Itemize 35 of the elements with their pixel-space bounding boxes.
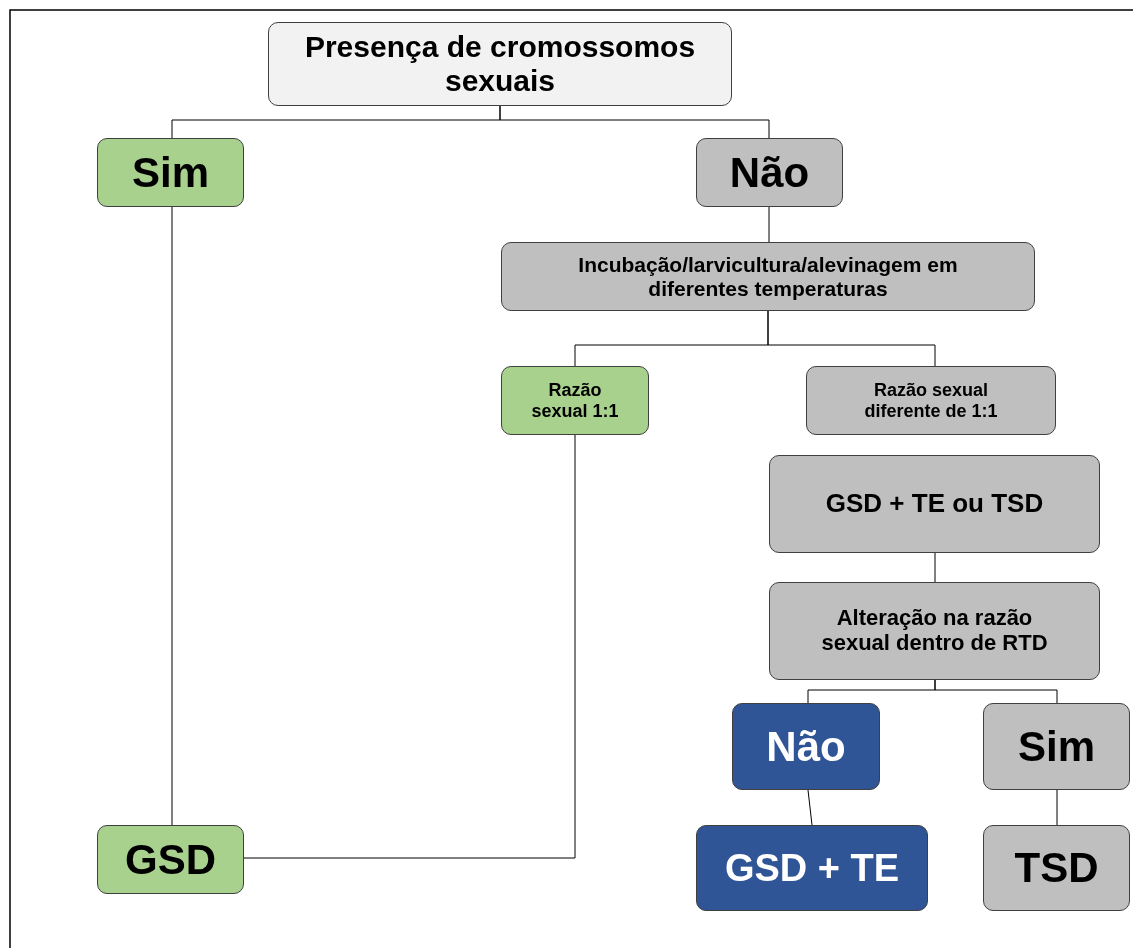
process-box (806, 366, 1056, 435)
box-label: Não (729, 149, 810, 196)
connector-line (768, 206, 770, 243)
process-box (696, 825, 928, 911)
connector-line (934, 679, 1058, 704)
connector-line (171, 206, 173, 826)
connector-line (807, 789, 813, 826)
connector-line (1056, 789, 1058, 826)
process-box (268, 22, 732, 106)
box-label: TSD (1014, 844, 1099, 892)
box-label: Razão sexual 1:1 (530, 380, 620, 421)
box-label: Não (766, 723, 846, 770)
box-label: GSD + TE (724, 846, 900, 890)
box-label: Sim (132, 149, 209, 196)
process-box (501, 242, 1035, 311)
box-label: Alteração na razão sexual dentro de RTD (820, 606, 1049, 656)
process-box (97, 825, 244, 894)
connector-line (499, 105, 770, 139)
connector-line (934, 552, 936, 583)
connector-line (243, 434, 576, 859)
process-box (983, 825, 1130, 911)
box-label: Incubação/larvicultura/alevinagem em diferentes temperaturas (577, 253, 959, 300)
process-box (769, 582, 1100, 680)
box-label: GSD (125, 836, 216, 883)
box-label: GSD + TE ou TSD (825, 489, 1044, 519)
process-box (769, 455, 1100, 553)
process-box (732, 703, 880, 790)
box-label: Sim (1018, 723, 1095, 770)
process-box (501, 366, 649, 435)
process-box (97, 138, 244, 207)
process-box (983, 703, 1130, 790)
box-label: Razão sexual diferente de 1:1 (863, 380, 999, 421)
process-box (696, 138, 843, 207)
box-label: Presença de cromossomos sexuais (303, 30, 697, 98)
connector-line (767, 310, 936, 367)
